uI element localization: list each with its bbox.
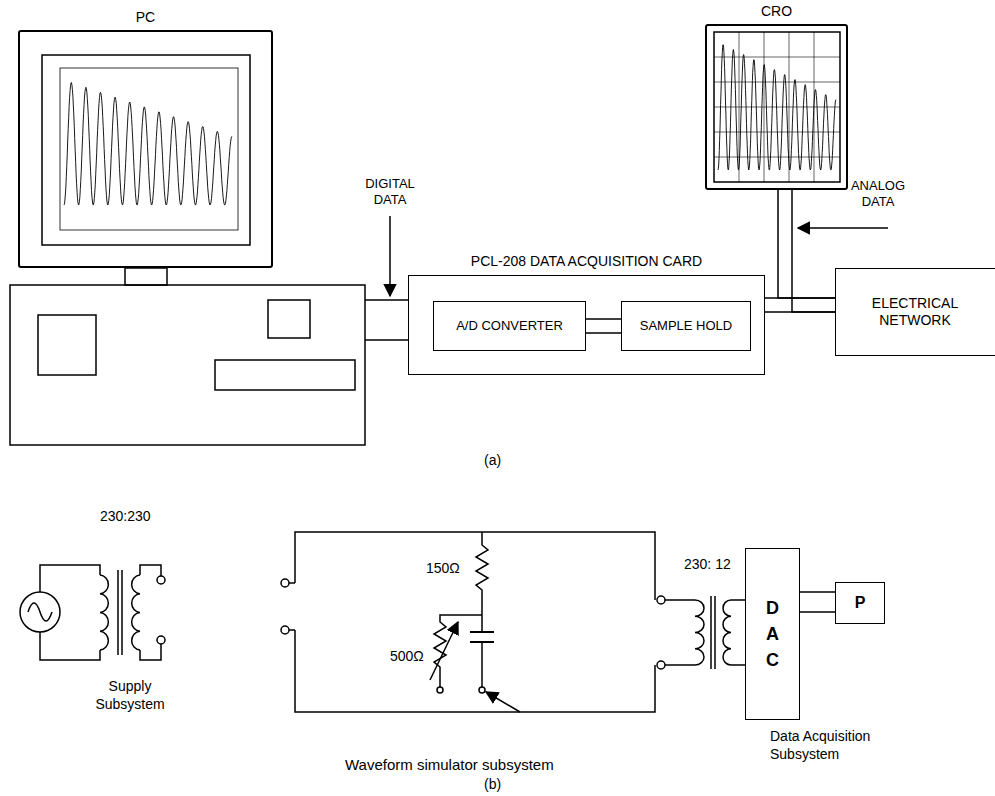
drive-bay: [38, 315, 96, 375]
node-label: SAMPLE HOLD: [640, 318, 732, 334]
node-label: ELECTRICAL NETWORK: [855, 295, 975, 330]
terminal: [157, 636, 165, 644]
transformer-coil: [132, 575, 140, 650]
wire-connector: [586, 319, 621, 333]
transformer-core: [714, 596, 716, 669]
transformer-core: [117, 570, 119, 655]
pointer-arrow: [798, 227, 888, 229]
ratio-label: 230: 12: [684, 556, 731, 574]
terminal: [657, 596, 665, 604]
subsystem-label: Supply Subsystem: [82, 678, 178, 713]
wire: [731, 600, 745, 665]
switch-arm: [486, 692, 520, 712]
node-heading: PCL-208 DATA ACQUISITION CARD: [462, 252, 712, 270]
subsystem-label: Waveform simulator subsystem: [345, 756, 554, 775]
terminal: [657, 661, 665, 669]
figure-part-label: (b): [484, 776, 501, 794]
pointer-arrow: [389, 216, 391, 296]
wire-line: [586, 318, 621, 320]
transformer-coil: [695, 600, 704, 665]
node-label: D A C: [765, 595, 781, 673]
bus-wire: [365, 299, 408, 301]
resistance-value: 150Ω: [426, 560, 460, 578]
resistor-symbol: [476, 532, 488, 632]
node-label: A/D CONVERTER: [456, 318, 563, 334]
transformer-core: [121, 570, 123, 655]
network-box: ELECTRICAL NETWORK: [835, 268, 995, 356]
ac-source-symbol: [20, 592, 60, 632]
wire-line: [800, 611, 835, 613]
monitor-stand: [125, 268, 167, 285]
node-heading: PC: [116, 8, 176, 26]
ratio-label: 230:230: [100, 508, 151, 526]
transformer-coil: [100, 575, 108, 650]
wire: [665, 600, 695, 665]
wire: [481, 642, 483, 687]
subsystem-label: Data Acquisition Subsystem: [770, 728, 900, 763]
oscilloscope: CRO: [705, 24, 848, 190]
transformer-coil: [723, 600, 731, 665]
node-label: P: [855, 593, 866, 613]
process-box: A/D CONVERTER: [433, 301, 586, 351]
transformer-core: [710, 596, 712, 669]
switch-contact: [479, 687, 485, 693]
card-box: PCL-208 DATA ACQUISITION CARDA/D CONVERT…: [408, 275, 765, 375]
ac-source-symbol: [28, 603, 52, 621]
wire-line: [778, 190, 835, 298]
monitor: PC: [18, 30, 273, 268]
pc-base: [10, 285, 365, 445]
terminal: [281, 626, 289, 634]
processor-box: P: [835, 582, 885, 624]
bus-wire: [365, 339, 408, 341]
wire-line: [586, 332, 621, 334]
signal-label: DIGITAL DATA: [350, 176, 430, 209]
cro-screen: [714, 32, 840, 182]
variable-resistor-symbol: [434, 615, 482, 687]
cro-grid: [714, 32, 840, 182]
wire-connector: [765, 298, 835, 312]
wire: [140, 565, 161, 660]
wire: [40, 565, 100, 660]
wire-connector: [778, 190, 835, 312]
plot-frame: [60, 68, 238, 230]
wire: [289, 582, 295, 584]
simulator-frame: [295, 532, 655, 712]
signal-label: ANALOG DATA: [838, 178, 918, 211]
wire-line: [792, 190, 835, 312]
wire-connector: [800, 592, 835, 612]
monitor-screen: [42, 55, 250, 245]
drive-bay: [268, 300, 310, 338]
terminal: [281, 579, 289, 587]
resistance-value: 500Ω: [390, 648, 424, 666]
waveform-trace: [64, 83, 232, 205]
wire: [289, 629, 295, 631]
figure-part-label: (a): [484, 452, 501, 470]
variable-arrow: [430, 622, 458, 680]
dac-box: D A C: [745, 548, 800, 720]
wire-line: [800, 591, 835, 593]
drive-bay: [215, 360, 355, 390]
process-box: SAMPLE HOLD: [621, 301, 751, 351]
node-heading: CRO: [747, 2, 807, 20]
waveform-trace: [718, 45, 836, 170]
capacitor-symbol: [470, 631, 494, 633]
terminal: [157, 576, 165, 584]
switch-contact: [437, 687, 443, 693]
